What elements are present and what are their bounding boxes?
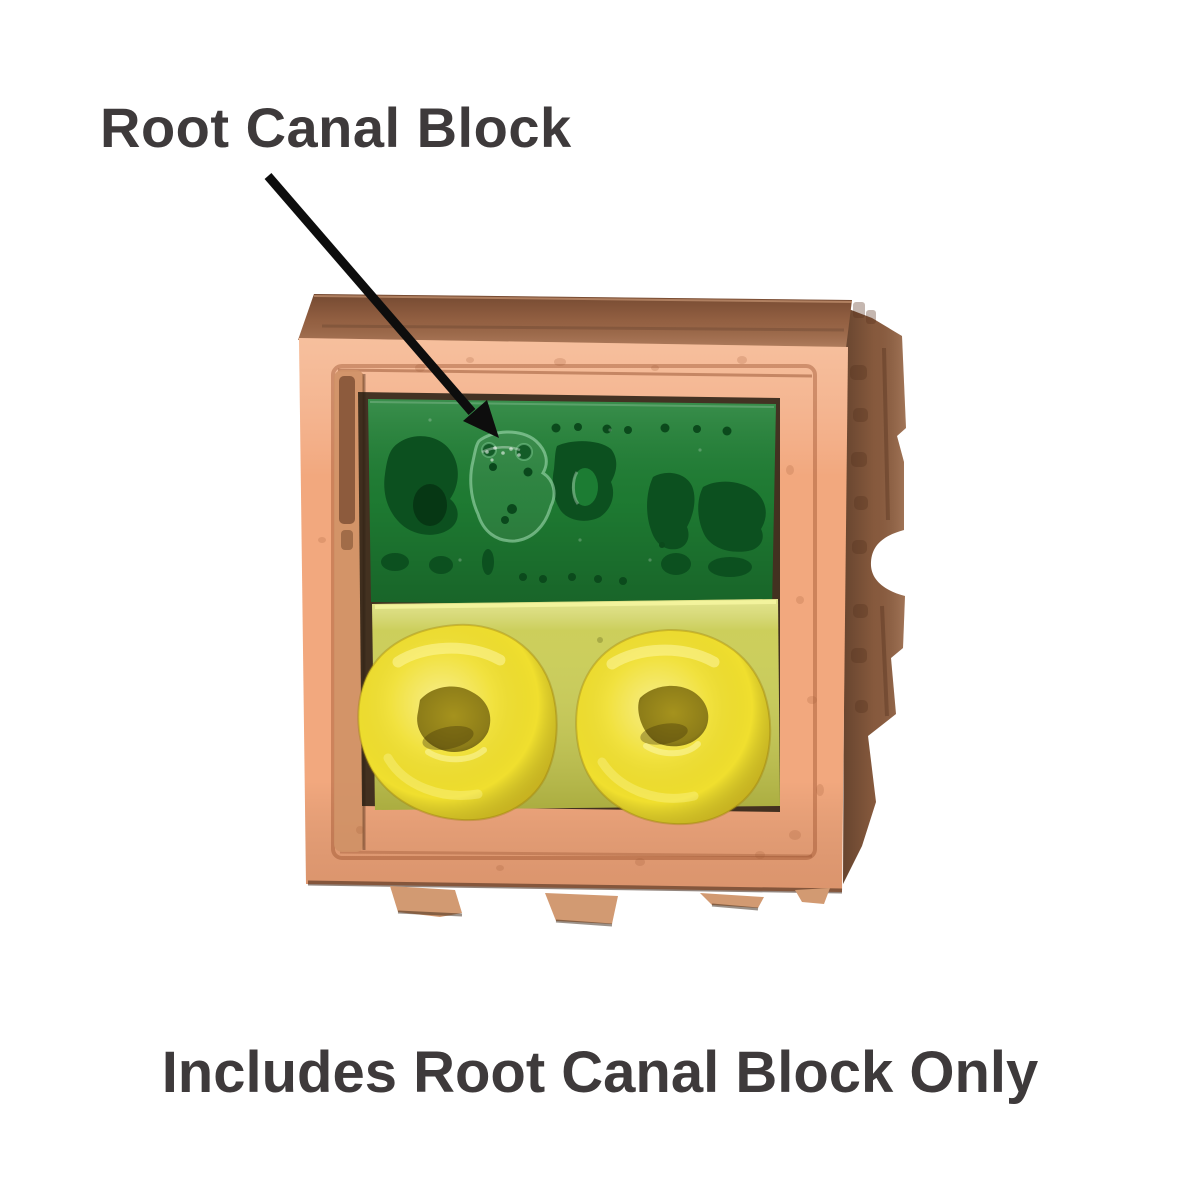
slab-top-highlight: [374, 600, 777, 609]
model-side-face: [843, 308, 906, 884]
hole-right-rim: [643, 741, 701, 757]
hole-right-shadow: [640, 723, 688, 745]
annotation-label: Root Canal Block: [100, 96, 572, 159]
arrow-shaft: [264, 173, 476, 415]
top-face-ridge: [321, 324, 845, 332]
top-face-shading: [298, 294, 852, 348]
slot-4: [661, 553, 691, 575]
pointer-arrow-icon: [264, 173, 499, 438]
hole-left-shading: [417, 686, 491, 752]
side-face-texture: [850, 347, 890, 717]
cavity-right-b: [698, 481, 766, 552]
surface-speckles: [318, 356, 824, 871]
caption-text: Includes Root Canal Block Only: [161, 1040, 1039, 1105]
side-ridge-lines: [880, 347, 890, 717]
side-teeth-bumps: [850, 365, 868, 713]
green-speckles: [428, 418, 702, 562]
slot-2: [429, 556, 453, 574]
bump-shapes: [390, 886, 830, 924]
arrow-head: [463, 400, 499, 438]
tooth-ring-left: [357, 623, 558, 822]
cavity-middle-protrusion: [572, 468, 598, 506]
recess-outline: [331, 364, 817, 860]
ring-left-gloss-top: [392, 642, 506, 668]
top-face-jags: [853, 302, 876, 324]
tooth-canal-holes: [489, 463, 533, 524]
tooth-dot-b: [515, 443, 533, 461]
green-dots-top-row: [551, 423, 732, 436]
green-block-top-highlight: [369, 401, 775, 408]
recess-top-shadow: [337, 368, 813, 378]
bottom-shadow-line: [307, 880, 843, 894]
cavity-left: [384, 436, 458, 535]
tooth-dot-a: [481, 442, 497, 458]
model-top-face: [298, 294, 876, 348]
slot-5: [708, 557, 752, 577]
cavity-left-deep: [413, 484, 447, 526]
hole-right-shading: [638, 685, 709, 747]
hole-left-rim: [425, 747, 487, 763]
green-dots-bottom-row: [519, 542, 665, 585]
groove-slot-lower: [341, 530, 353, 550]
ring-left-gloss-bottom: [383, 753, 483, 800]
side-face-shading: [843, 308, 906, 884]
bump-under-shadow: [397, 903, 759, 927]
tooth-ring-right: [575, 628, 772, 826]
root-canal-block: [368, 399, 776, 607]
slot-3: [482, 549, 494, 575]
protrusion-highlight: [571, 471, 580, 505]
slot-1: [381, 553, 409, 571]
ring-right-gloss-top: [606, 644, 720, 670]
ring-right-gloss-bottom: [597, 757, 699, 803]
recess-bottom-shadow: [339, 850, 813, 858]
cavity-right-a: [647, 472, 695, 550]
bottom-bumps: [307, 880, 843, 927]
tooth-gloss-streak: [481, 446, 521, 454]
tooth-outline-region: [469, 430, 556, 543]
groove-slot: [339, 376, 355, 524]
top-face-rim-highlight: [313, 295, 853, 303]
tooth-sparkles: [485, 446, 521, 462]
hole-left-shadow: [422, 725, 474, 751]
